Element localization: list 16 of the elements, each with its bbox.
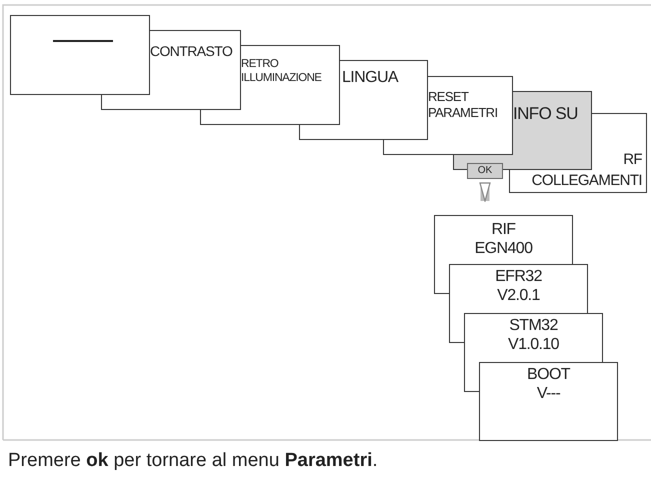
menu-label: COLLEGAMENTI xyxy=(530,172,642,190)
display-menu xyxy=(10,15,150,95)
ok-key: OK xyxy=(467,163,503,179)
menu-label: RF xyxy=(622,151,642,169)
display-menu xyxy=(479,362,618,441)
menu-label: EFR32 V2.0.1 xyxy=(494,267,543,306)
menu-label: STM32 V1.0.10 xyxy=(507,316,560,354)
menu-label: CONTRASTO xyxy=(150,43,234,60)
caption: Premere ok per tornare al menu Parametri. xyxy=(8,450,378,472)
menu-label: RESET PARAMETRI xyxy=(428,89,498,120)
menu-label: RETRO ILLUMINAZIONE xyxy=(241,58,322,86)
menu-label: LINGUA xyxy=(342,68,400,88)
arrow xyxy=(479,182,491,202)
menu-label: BOOT V--- xyxy=(526,365,572,404)
menu-label: RIF EGN400 xyxy=(474,220,534,258)
menu-label: INFO SU xyxy=(513,104,579,124)
